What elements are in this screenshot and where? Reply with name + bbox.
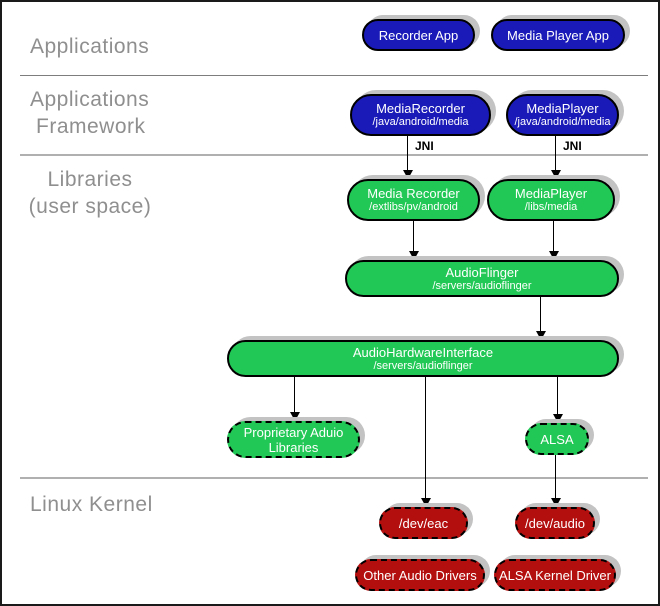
arrow-ahi-to-proprietary <box>290 377 300 421</box>
layer-label-applications: Applications <box>30 35 150 58</box>
node-alsa: ALSA <box>525 423 589 455</box>
node-mediarecorder-framework: MediaRecorder /java/android/media <box>350 94 491 136</box>
node-title: AudioHardwareInterface <box>352 344 494 360</box>
jni-label-left: JNI <box>415 139 434 153</box>
divider-libraries-kernel <box>20 477 648 479</box>
node-audioflinger: AudioFlinger /servers/audioflinger <box>345 260 619 297</box>
node-dev-eac: /dev/eac <box>379 507 468 539</box>
node-title: ALSA Kernel Driver <box>499 567 611 583</box>
divider-framework-libraries <box>20 154 648 156</box>
node-subtitle: /servers/audioflinger <box>373 359 473 372</box>
node-title: MediaPlayer <box>526 101 599 116</box>
node-title: ALSA <box>540 431 574 447</box>
node-title: Media Player App <box>507 27 609 43</box>
node-media-recorder-lib: Media Recorder /extlibs/pv/android <box>347 179 480 221</box>
layer-label-line: Framework <box>36 115 146 138</box>
divider-applications-framework <box>20 75 648 76</box>
node-subtitle: /extlibs/pv/android <box>369 201 458 213</box>
node-title: Proprietary Aduio Libraries <box>243 424 344 455</box>
layer-label-linux-kernel: Linux Kernel <box>30 493 153 516</box>
layer-label-libraries: Libraries (user space) <box>22 166 158 220</box>
arrow-mediaplayer-jni <box>551 136 561 179</box>
node-proprietary-audio-libraries: Proprietary Aduio Libraries <box>227 421 360 458</box>
node-dev-audio: /dev/audio <box>515 507 595 539</box>
layer-label-line: (user space) <box>28 195 152 218</box>
arrow-ahi-to-alsa <box>553 377 563 423</box>
node-subtitle: /java/android/media <box>514 116 611 128</box>
layer-label-line: Libraries <box>47 168 133 191</box>
layer-label-line: Applications <box>30 88 150 111</box>
layer-label-applications-framework: Applications Framework <box>30 86 149 140</box>
node-subtitle: /servers/audioflinger <box>432 279 532 292</box>
node-title: /dev/audio <box>525 515 585 531</box>
arrow-mediarecorder-to-audioflinger <box>409 221 419 260</box>
node-audiohardwareinterface: AudioHardwareInterface /servers/audiofli… <box>227 340 619 377</box>
node-title: Recorder App <box>378 27 459 43</box>
arrow-alsa-to-dev-audio <box>551 455 561 507</box>
node-title: MediaPlayer <box>514 186 588 201</box>
node-mediaplayer-framework: MediaPlayer /java/android/media <box>506 94 619 136</box>
node-title: Other Audio Drivers <box>363 567 477 583</box>
node-title: AudioFlinger <box>445 264 519 280</box>
node-recorder-app: Recorder App <box>362 19 475 51</box>
jni-label-right: JNI <box>563 139 582 153</box>
arrow-ahi-to-dev-eac <box>421 377 431 507</box>
arrow-mediaplayer-to-audioflinger <box>549 221 559 260</box>
arrow-audioflinger-to-ahi <box>536 297 546 340</box>
node-subtitle: /libs/media <box>524 201 578 213</box>
node-title: /dev/eac <box>398 515 449 531</box>
arrow-mediarecorder-jni <box>403 136 413 179</box>
node-other-audio-drivers: Other Audio Drivers <box>355 559 485 591</box>
node-title: MediaRecorder <box>376 101 465 116</box>
node-media-player-app: Media Player App <box>491 19 625 51</box>
node-alsa-kernel-driver: ALSA Kernel Driver <box>494 559 616 591</box>
node-subtitle: /java/android/media <box>372 116 469 128</box>
node-title: Media Recorder <box>367 186 460 201</box>
node-mediaplayer-lib: MediaPlayer /libs/media <box>487 179 615 221</box>
